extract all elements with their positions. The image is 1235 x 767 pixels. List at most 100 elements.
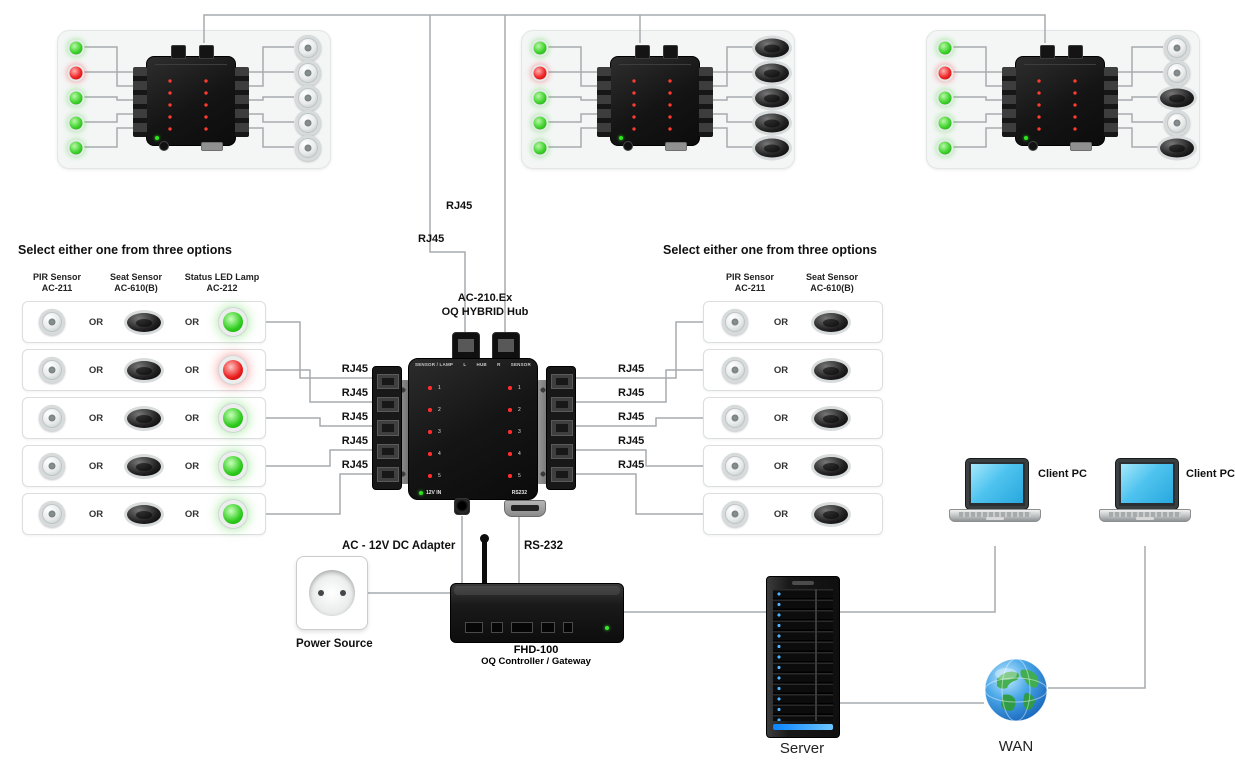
- or-label: OR: [88, 508, 104, 520]
- or-label: OR: [773, 460, 789, 472]
- rj45-label: RJ45: [341, 459, 368, 471]
- hub-top-label: SENSOR: [510, 362, 531, 367]
- led-column-icon: [427, 383, 433, 495]
- rj45-label: RJ45: [618, 387, 645, 399]
- hub-title: AC-210.Ex OQ HYBRID Hub: [410, 291, 560, 320]
- or-label: OR: [773, 412, 789, 424]
- hdmi-port-icon: [511, 622, 533, 633]
- seat-sensor-icon: [127, 312, 161, 332]
- power-led-icon: [1024, 136, 1028, 140]
- room-panel-3: [926, 30, 1200, 169]
- mini-hub-device: [597, 45, 713, 151]
- hub-top-label: SENSOR / LAMP: [415, 362, 454, 367]
- or-label: OR: [88, 460, 104, 472]
- pir-sensor-icon: [39, 453, 65, 479]
- status-led-lamp-icon: [223, 360, 243, 380]
- server-led-strip-icon: [773, 724, 833, 730]
- status-led: [69, 66, 83, 80]
- sensor: [1164, 35, 1190, 61]
- server-device: [766, 576, 840, 738]
- usb-port-icon: [541, 622, 555, 633]
- status-led: [69, 41, 83, 55]
- status-led: [938, 91, 952, 105]
- status-led-lamp-icon: [223, 408, 243, 428]
- power-outlet-icon: [309, 570, 355, 616]
- client-pc-label: Client PC: [1186, 468, 1235, 480]
- sensor-option-row: OR OR: [22, 301, 266, 343]
- rj45-port-icon: [377, 466, 399, 483]
- column-header-lamp: Status LED Lamp AC-212: [177, 272, 267, 295]
- room-panel-2: [521, 30, 795, 169]
- pir-sensor-icon: [39, 309, 65, 335]
- rj45-port-icon: [377, 397, 399, 413]
- sensor: [295, 60, 321, 86]
- status-led-icon: [605, 626, 609, 630]
- dc-jack-icon: [454, 498, 470, 515]
- sensor-option-row: OR: [703, 349, 883, 391]
- sensor: [295, 110, 321, 136]
- wan-label: WAN: [998, 738, 1034, 755]
- rj45-port-icon: [1068, 45, 1083, 59]
- column-name: Status LED Lamp: [184, 272, 260, 282]
- pir-sensor-icon: [722, 453, 748, 479]
- or-label: OR: [184, 316, 200, 328]
- rj45-label: RJ45: [418, 233, 445, 245]
- led-column-icon: [507, 383, 513, 495]
- sensor: [295, 85, 321, 111]
- port-icon: [563, 622, 573, 633]
- column-model: AC-212: [206, 283, 238, 294]
- power-source-device: [296, 556, 368, 630]
- seat-sensor-icon: [127, 360, 161, 380]
- column-header-pir: PIR Sensor AC-211: [12, 272, 102, 295]
- or-label: OR: [184, 460, 200, 472]
- pir-sensor-icon: [722, 501, 748, 527]
- port-strip-icon: [235, 67, 249, 137]
- rj45-label: RJ45: [341, 387, 368, 399]
- rj45-label: RJ45: [341, 435, 368, 447]
- power-led-icon: [619, 136, 623, 140]
- power-source-label: Power Source: [296, 638, 373, 650]
- status-led: [533, 66, 547, 80]
- led-column-icon: [1036, 77, 1042, 135]
- rj45-port-icon: [551, 466, 573, 483]
- pir-sensor-icon: [39, 357, 65, 383]
- or-label: OR: [773, 316, 789, 328]
- seat-sensor-icon: [814, 360, 848, 380]
- seat-sensor-icon: [814, 456, 848, 476]
- rj45-port-icon: [199, 45, 214, 59]
- column-name: PIR Sensor: [725, 272, 774, 282]
- dc-jack-icon: [1028, 141, 1038, 151]
- sensor: [1164, 60, 1190, 86]
- led-column-icon: [667, 77, 673, 135]
- sensor-option-row: OR: [703, 493, 883, 535]
- rj45-port-icon: [377, 374, 399, 390]
- sensor-option-row: OR OR: [22, 445, 266, 487]
- status-led: [533, 91, 547, 105]
- rj45-port-icon: [377, 420, 399, 436]
- dc-jack-icon: [159, 141, 169, 151]
- port-icon: [465, 622, 483, 633]
- rj45-port-icon: [1040, 45, 1055, 59]
- pir-sensor-icon: [39, 501, 65, 527]
- gateway-device: [450, 583, 624, 643]
- adapter-label: AC - 12V DC Adapter: [342, 540, 456, 552]
- rj45-port-icon: [551, 443, 573, 459]
- seat-sensor-icon: [814, 504, 848, 524]
- gateway-label: FHD-100 OQ Controller / Gateway: [446, 644, 626, 667]
- rj45-port-icon: [171, 45, 186, 59]
- client-pc-2: [1099, 458, 1191, 544]
- column-header-seat: Seat Sensor AC-610(B): [787, 272, 877, 295]
- or-label: OR: [88, 412, 104, 424]
- rj45-port-icon: [663, 45, 678, 59]
- port-numbers: 1 2 3 4 5: [438, 385, 441, 479]
- laptop-keyboard-icon: [949, 509, 1041, 522]
- or-label: OR: [184, 508, 200, 520]
- sensor: [755, 63, 789, 83]
- sensor: [755, 38, 789, 58]
- serial-label: RS232: [511, 490, 527, 496]
- hub-top-label: R: [497, 362, 501, 367]
- hub-top-label: HUB: [476, 362, 487, 367]
- gateway-model: FHD-100: [513, 644, 559, 656]
- serial-port-icon: [1070, 142, 1092, 151]
